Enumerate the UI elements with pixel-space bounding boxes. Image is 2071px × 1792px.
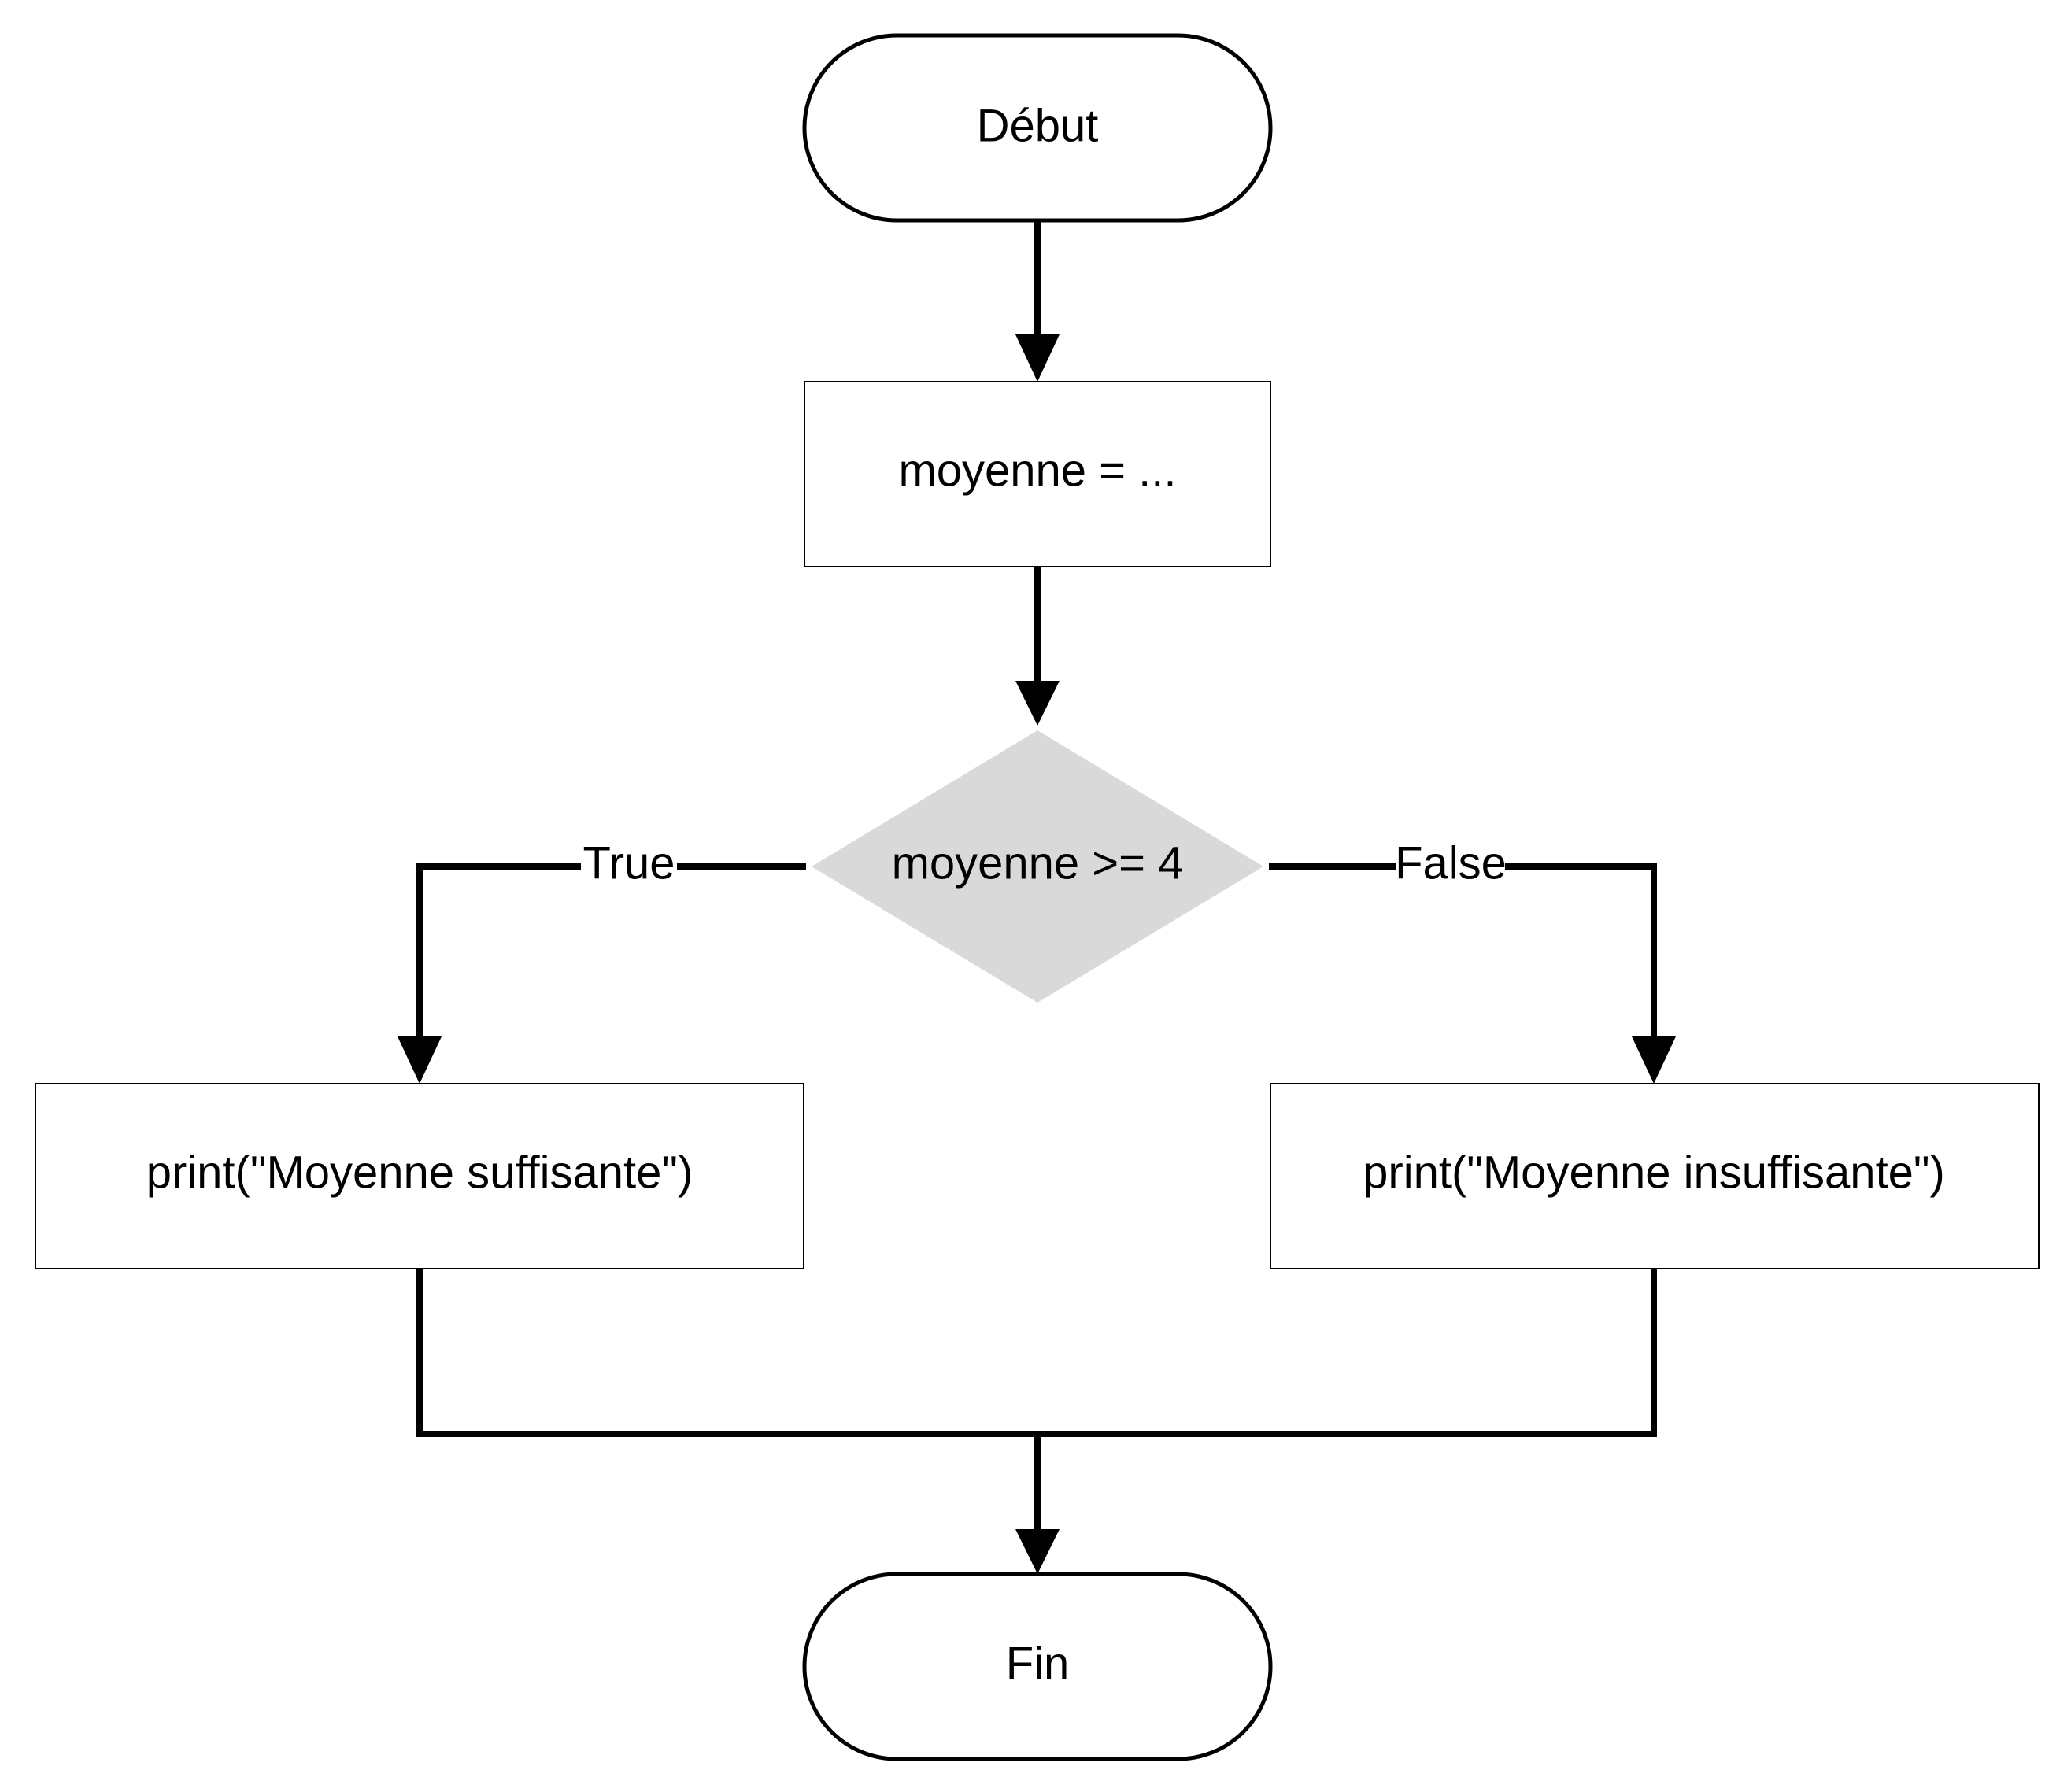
end-node-label: Fin (1006, 1638, 1070, 1689)
end-node: Fin (802, 1572, 1273, 1761)
true-branch-node: print("Moyenne suffisante") (35, 1083, 804, 1269)
start-node-label: Début (977, 100, 1099, 151)
assign-node-label: moyenne = ... (898, 445, 1176, 496)
edge-assign-to-decision (1015, 567, 1060, 726)
edge-merge (416, 1269, 1657, 1574)
arrowhead-icon (1632, 1036, 1676, 1084)
false-branch-node-label: print("Moyenne insuffisante") (1363, 1147, 1945, 1198)
decision-diamond (812, 730, 1263, 1003)
decision-node: moyenne >= 4 (812, 730, 1263, 1003)
arrowhead-icon (398, 1036, 442, 1084)
true-edge-label: True (582, 837, 675, 889)
false-edge-label: False (1395, 837, 1507, 889)
edge-start-to-assign (1015, 220, 1060, 382)
true-branch-node-label: print("Moyenne suffisante") (146, 1147, 693, 1198)
arrowhead-icon (1015, 681, 1060, 726)
edge-false-branch: False (1269, 837, 1676, 1084)
decision-node-label: moyenne >= 4 (892, 837, 1184, 889)
start-node: Début (802, 33, 1273, 223)
assign-node: moyenne = ... (804, 381, 1271, 567)
arrowhead-icon (1015, 1529, 1060, 1574)
false-branch-node: print("Moyenne insuffisante") (1270, 1083, 2040, 1269)
edge-true-branch: True (398, 837, 806, 1084)
arrowhead-icon (1015, 334, 1060, 382)
